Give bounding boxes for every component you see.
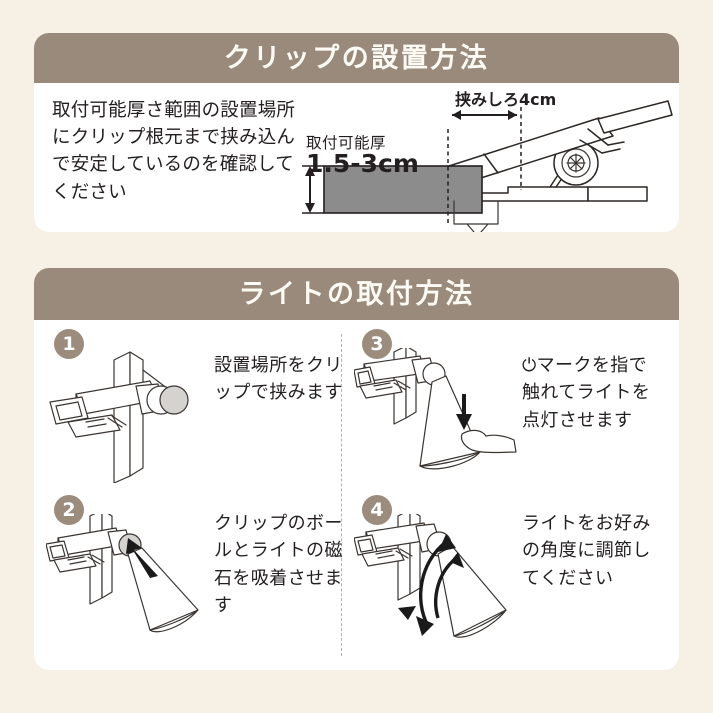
thickness-dimension-arrow [302, 165, 324, 214]
step-2-text: クリップのボールとライトの磁石を吸着させます [214, 513, 343, 617]
clip-section-header: クリップの設置方法 [34, 33, 679, 83]
grip-depth-label: 挟みしろ4cm [455, 90, 557, 109]
press-arrow-icon [456, 394, 472, 430]
step-1: 1 [46, 326, 346, 486]
step-2-illustration [46, 514, 214, 649]
step-3-number: 3 [362, 329, 392, 359]
clip-cross-section-diagram: 挟みしろ4cm [302, 83, 679, 232]
clip-diagram-svg [302, 100, 673, 232]
step-3-text: ⏻マークを指で触れてライトを点灯させます [522, 355, 651, 431]
step-1-illustration [46, 348, 214, 483]
light-mounting-card: ライトの取付方法 1 [34, 268, 679, 670]
clip-instruction-text: 取付可能厚さ範囲の設置場所にクリップ根元まで挟み込んで安定しているのを確認してく… [52, 100, 296, 203]
step-4-illustration [354, 514, 522, 649]
step-2-number: 2 [54, 495, 84, 525]
mountable-thickness-label: 取付可能厚 [306, 134, 387, 152]
step-1-number: 1 [54, 329, 84, 359]
step-4: 4 [354, 492, 654, 652]
step-3: 3 [354, 326, 654, 486]
step-4-number: 4 [362, 495, 392, 525]
attach-arrow-icon [126, 538, 158, 578]
step-2: 2 [46, 492, 346, 652]
grip-dimension-arrow [452, 110, 517, 120]
light-section-header: ライトの取付方法 [34, 268, 679, 320]
rotate-arrows-icon [418, 540, 456, 627]
mountable-thickness-value: 1.5-3cm [306, 149, 419, 178]
light-section-title: ライトの取付方法 [238, 278, 475, 310]
clip-section-title: クリップの設置方法 [223, 42, 490, 74]
clip-installation-card: クリップの設置方法 取付可能厚さ範囲の設置場所にクリップ根元まで挟み込んで安定し… [34, 33, 679, 232]
clip-section-body: 取付可能厚さ範囲の設置場所にクリップ根元まで挟み込んで安定しているのを確認してく… [34, 83, 679, 232]
light-steps-grid: 1 [34, 320, 679, 670]
step-3-illustration [354, 348, 522, 483]
column-divider [341, 334, 342, 656]
step-4-text: ライトをお好みの角度に調節してください [522, 513, 651, 589]
step-1-text: 設置場所をクリップで挟みます [214, 355, 343, 404]
